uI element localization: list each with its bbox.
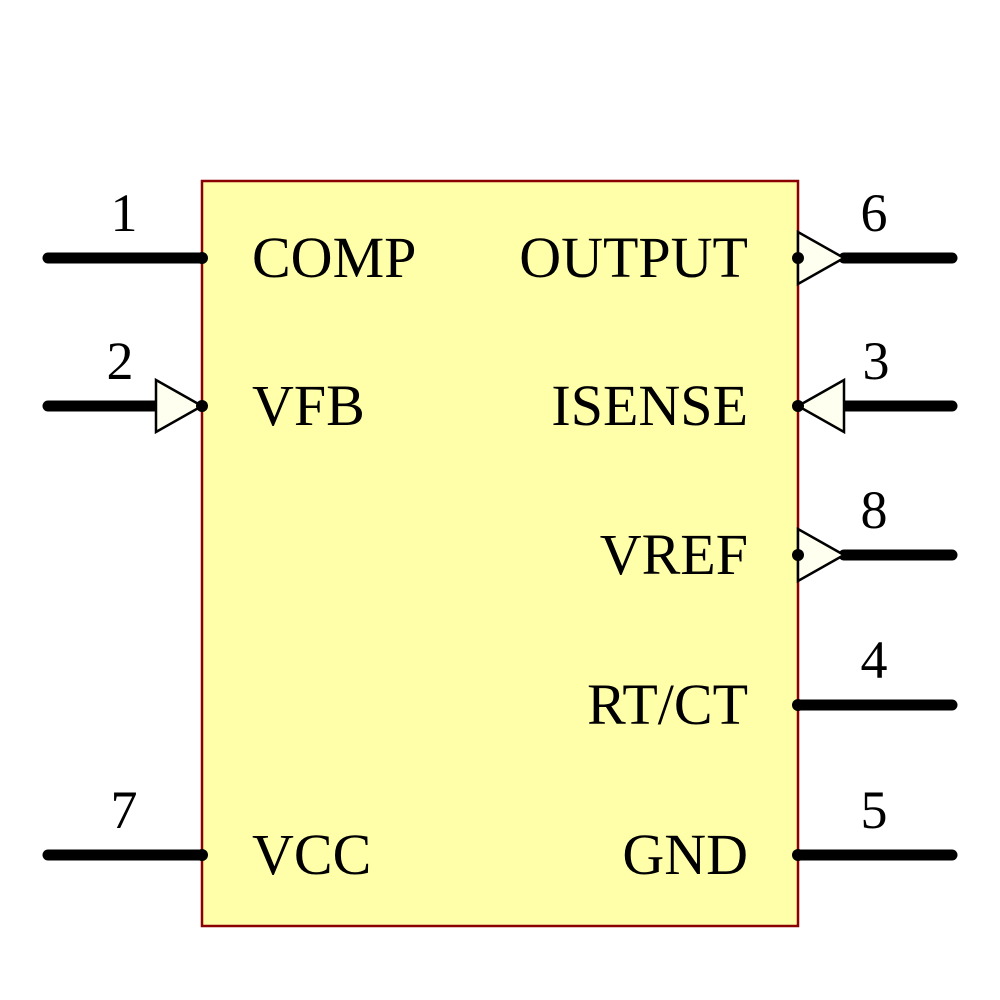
pin-label-vcc: VCC [252,822,372,887]
pin-arrowhead-out-right [796,526,847,584]
pin-1-comp[interactable] [42,252,208,264]
pin-junction-dot [792,252,804,264]
pin-6-output[interactable] [792,229,958,287]
pin-arrowhead-in-left [795,377,846,435]
pin-4-rt-ct[interactable] [792,699,958,711]
pin-label-output: OUTPUT [519,225,748,290]
pin-arrowhead-out-right [796,229,847,287]
pin-number-1: 1 [110,183,138,243]
pin-number-2: 2 [106,331,134,391]
pin-junction-dot [792,849,804,861]
pin-number-8: 8 [860,480,888,540]
pin-number-5: 5 [860,780,888,840]
pin-3-isense[interactable] [792,377,958,435]
pin-number-6: 6 [860,183,888,243]
ic-body-rect [200,179,800,928]
pin-label-comp: COMP [252,225,417,290]
pin-arrowhead-in-right [154,377,205,435]
pin-label-isense: ISENSE [551,373,748,438]
pin-junction-dot [196,252,208,264]
pin-number-3: 3 [862,331,890,391]
pin-junction-dot [196,849,208,861]
ic-body-group [200,179,800,928]
pin-junction-dot [792,699,804,711]
pin-lines-group [42,229,958,861]
pin-2-vfb[interactable] [42,377,208,435]
pin-junction-dot [792,400,804,412]
pin-label-vref: VREF [599,522,748,587]
pin-label-rt-ct: RT/CT [587,672,748,737]
pin-junction-dot [792,549,804,561]
pin-junction-dot [196,400,208,412]
pin-8-vref[interactable] [792,526,958,584]
pin-number-7: 7 [110,780,138,840]
pin-7-vcc[interactable] [42,849,208,861]
pin-label-vfb: VFB [252,373,365,438]
pin-number-4: 4 [860,630,888,690]
pin-label-gnd: GND [622,822,748,887]
pin-5-gnd[interactable] [792,849,958,861]
